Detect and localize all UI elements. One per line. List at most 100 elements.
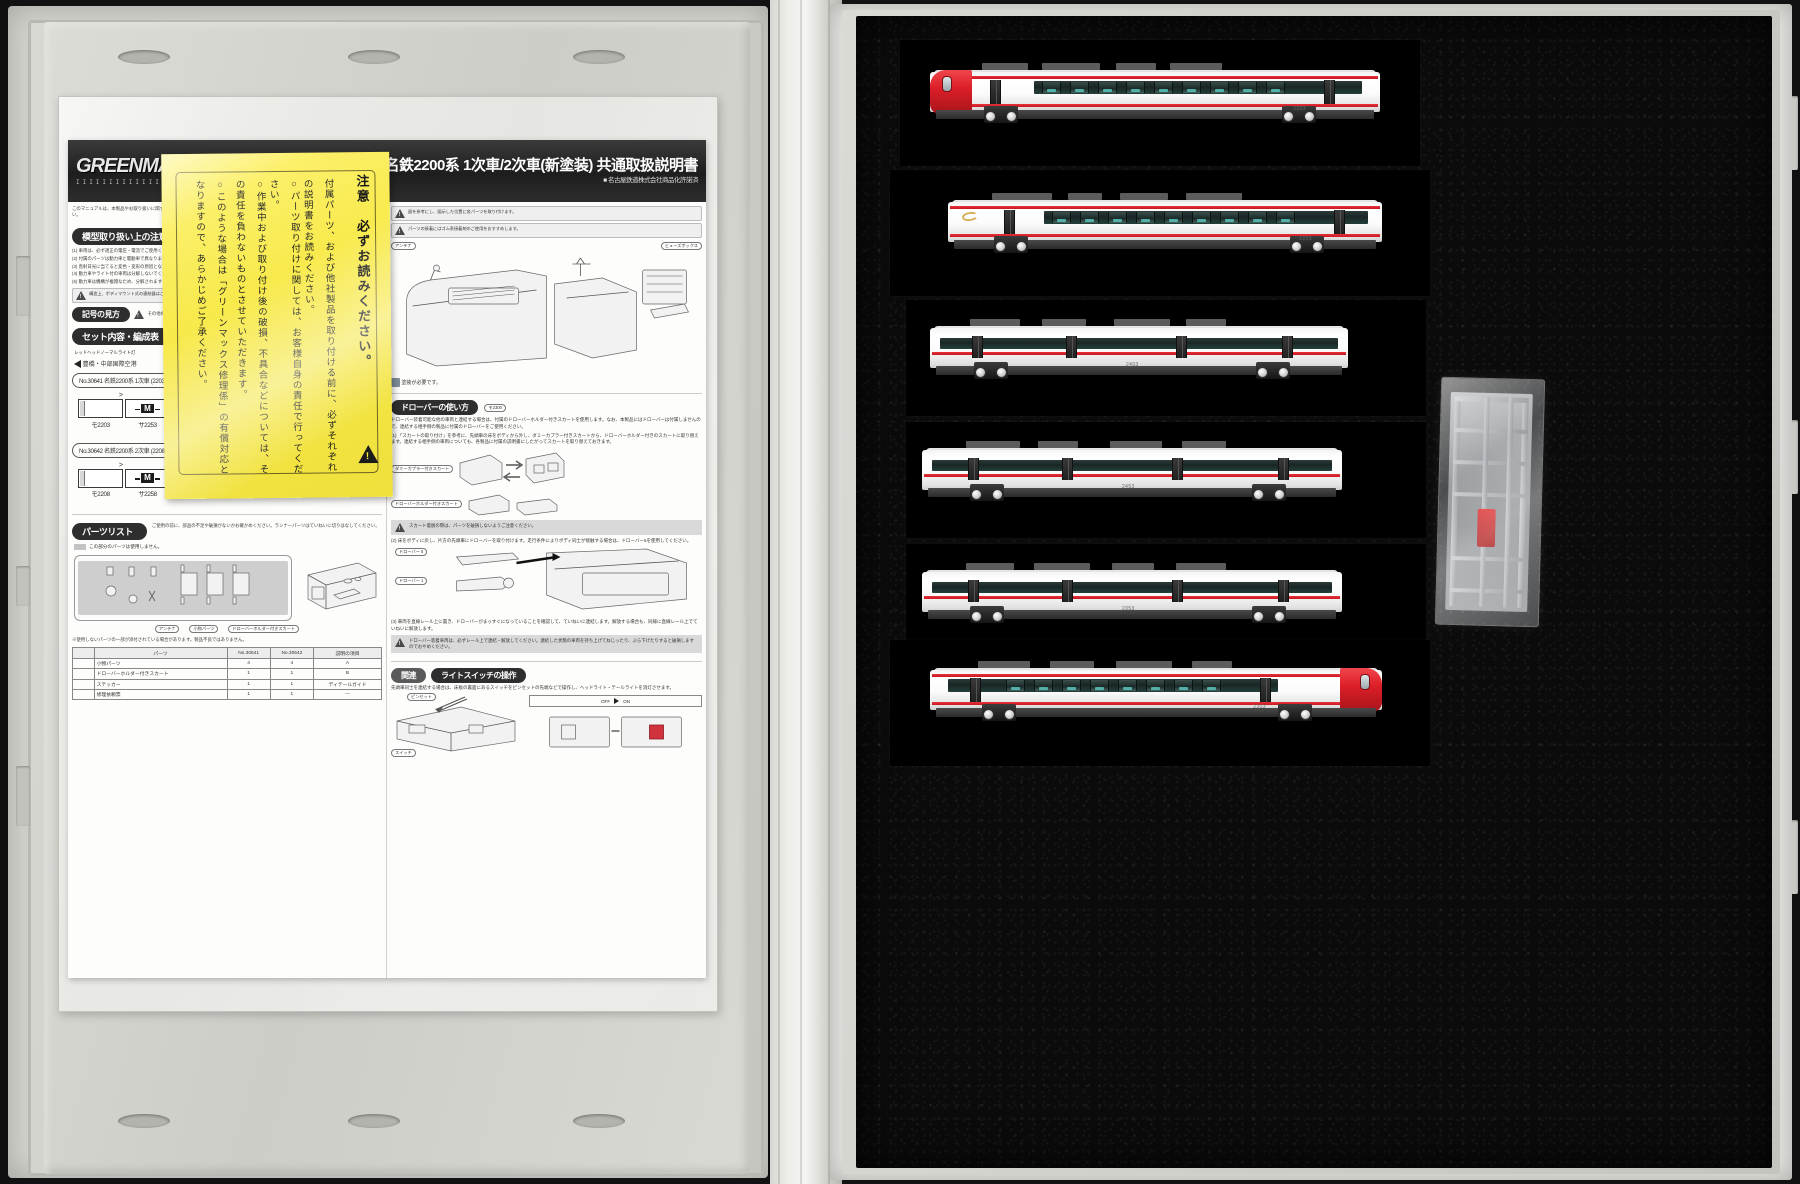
consist-car: > モ2203 bbox=[78, 392, 123, 429]
warn-skirt-detach: スカート着脱の際は、パーツを破損しないようご注意ください。 bbox=[391, 520, 702, 535]
passenger-window bbox=[1070, 82, 1089, 93]
box-edge-bottom bbox=[0, 1178, 1800, 1184]
car-door bbox=[1282, 336, 1293, 358]
sprue-rail bbox=[1452, 460, 1528, 466]
lid-slot bbox=[573, 1114, 625, 1128]
direction-left: 豊橋・中部国際空港 bbox=[74, 359, 137, 369]
box-edge-top bbox=[0, 0, 1800, 6]
parts-col-name: パーツ bbox=[93, 647, 228, 659]
sprue-unused-region bbox=[78, 561, 288, 616]
passenger-window bbox=[1192, 212, 1211, 223]
table-row: ドローバーホルダー付きスカート 1 1 B bbox=[72, 668, 382, 680]
arrow-right-icon bbox=[614, 698, 620, 704]
passenger-window bbox=[1182, 82, 1201, 93]
car-label: モ2208 bbox=[91, 491, 110, 499]
bogie bbox=[974, 362, 1008, 379]
note-adhesive: パーツの接着にはゴム系接着剤のご使用をおすすめします。 bbox=[391, 223, 702, 238]
drawbar-install-art bbox=[455, 548, 687, 610]
underframe-equipment bbox=[978, 661, 1030, 668]
brand-underbar: IIIIIIIIIIIIIIIIIIII bbox=[76, 179, 209, 186]
runner-sprue bbox=[1445, 391, 1533, 613]
model-car-2203: 2203 bbox=[930, 62, 1380, 124]
underframe-equipment bbox=[1116, 661, 1172, 668]
car-door bbox=[1278, 580, 1289, 602]
hinge-crease bbox=[800, 0, 802, 1184]
window-band bbox=[932, 582, 1332, 593]
callout-drawbar-1: ドローバー 1 bbox=[395, 576, 428, 585]
underframe-equipment bbox=[966, 563, 1014, 570]
wheel bbox=[1253, 611, 1264, 622]
car-door bbox=[970, 678, 981, 702]
passenger-window bbox=[1006, 680, 1025, 691]
car-label: モ2203 bbox=[91, 421, 110, 429]
car-door bbox=[1334, 210, 1345, 234]
parts-cell-name: ステッカー bbox=[93, 678, 228, 690]
lid-slot bbox=[118, 50, 170, 64]
red-stripe bbox=[950, 206, 1380, 209]
cab-window bbox=[1360, 674, 1370, 690]
parts-unused-note: この部分のパーツは使用しません。 bbox=[74, 544, 382, 551]
underframe-equipment bbox=[1182, 441, 1226, 448]
sticky-warning-triangle-icon bbox=[358, 444, 379, 464]
sprue-parts-art bbox=[105, 564, 250, 605]
callout-drawbar-holder-skirt: ドローバーホルダー付きスカート bbox=[228, 625, 300, 634]
passenger-window bbox=[1220, 212, 1239, 223]
car-box-motor: M bbox=[125, 468, 170, 488]
warn-skirt-text: スカート着脱の際は、パーツを破損しないようご注意ください。 bbox=[409, 523, 537, 528]
callout-model-mo2300: モ2300 bbox=[484, 403, 506, 412]
underframe-equipment bbox=[1176, 563, 1226, 570]
model-car-2303: 2303 bbox=[930, 660, 1382, 722]
roof-installation-diagram bbox=[391, 254, 702, 374]
sprue-diagram bbox=[74, 555, 292, 622]
passenger-window bbox=[1202, 680, 1221, 691]
lid-notch bbox=[16, 256, 30, 316]
underframe bbox=[954, 240, 1376, 249]
drawbar-step-1: (1) 「スカートの取り付け」を参考に、先頭車の床をボディから外し、ダミーカプラ… bbox=[391, 432, 699, 445]
car-door bbox=[1172, 458, 1183, 480]
lid-slot bbox=[573, 50, 625, 64]
box-edge-right bbox=[1790, 0, 1800, 1184]
parts-cell-qty-30641: 4 bbox=[226, 657, 271, 670]
parts-cell-qty-30641: 1 bbox=[226, 688, 271, 701]
light-switch-text: 先頭車同士を連結する場合は、床板の裏面にあるスイッチをピンセットの先端などで操作… bbox=[391, 685, 674, 691]
parts-cell-qty-30642: 4 bbox=[269, 657, 315, 670]
parts-note-head: ご使用の前に、部品の不足や破損がないかお確かめください。ランナーパーツはていねい… bbox=[151, 523, 380, 529]
wheel bbox=[971, 489, 982, 500]
underframe-equipment bbox=[1050, 661, 1094, 668]
bogie bbox=[994, 236, 1028, 253]
passenger-window bbox=[1238, 82, 1257, 93]
callout-antenna: アンテナ bbox=[154, 625, 180, 634]
section-handling: 模型取り扱い上の注意 bbox=[72, 227, 182, 245]
legend-light: レッドヘッドノーマルライト灯 bbox=[74, 349, 136, 355]
wheel bbox=[975, 367, 986, 378]
warn-drawbar-text: ドローバー装着車両は、必ずレール上で連結・解放してください。連結した状態の車両を… bbox=[409, 638, 694, 650]
red-stripe bbox=[924, 474, 1340, 477]
car-door bbox=[1062, 458, 1073, 480]
bogie bbox=[1282, 106, 1316, 123]
parts-cell-icon bbox=[72, 657, 95, 670]
car-door bbox=[1176, 336, 1187, 358]
underframe-equipment bbox=[1114, 319, 1170, 326]
brush-icon bbox=[391, 378, 400, 387]
underframe-equipment bbox=[1186, 193, 1242, 200]
wheel bbox=[1006, 111, 1017, 122]
passenger-window bbox=[1062, 680, 1081, 691]
passenger-window bbox=[1118, 680, 1137, 691]
table-row: 小物パーツ 4 4 A bbox=[72, 657, 382, 670]
bogie bbox=[982, 704, 1016, 721]
parts-cell-qty-30642: 1 bbox=[269, 688, 315, 701]
painting-icon-note: 塗装が必要です。 bbox=[391, 378, 441, 387]
wheel bbox=[1279, 709, 1290, 720]
parts-cell-name: ドローバーホルダー付きスカート bbox=[93, 668, 228, 680]
red-stripe bbox=[972, 104, 1378, 107]
parts-col-section: 説明の項目 bbox=[313, 647, 382, 659]
hinge-crease bbox=[778, 0, 780, 1184]
red-molded-part bbox=[1476, 508, 1496, 548]
warning-structure-text: 構造上、ボディマウント式の連結器はご使用になれません。 bbox=[89, 290, 202, 296]
skirt-swap-art bbox=[460, 452, 565, 486]
wheel bbox=[1253, 489, 1264, 500]
callout-tweezers: ピンセット bbox=[407, 693, 436, 701]
drawbar-step-2: (2) 床をボディに戻し、片方の先頭車にドローバーを取り付けます。走行条件により… bbox=[391, 538, 692, 543]
lid-slot bbox=[118, 1114, 170, 1128]
wheel bbox=[1312, 241, 1323, 252]
